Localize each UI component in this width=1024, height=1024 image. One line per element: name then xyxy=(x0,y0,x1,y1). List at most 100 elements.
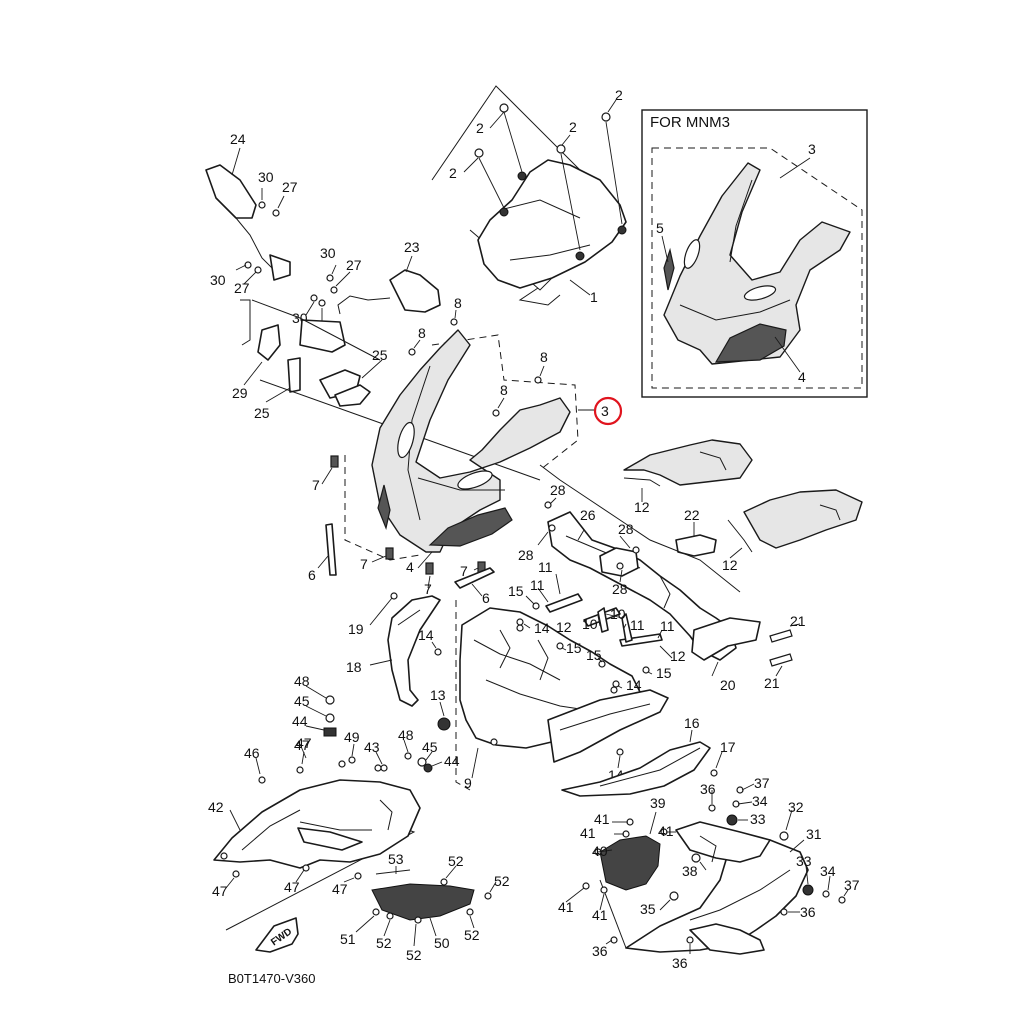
callout-51: 51 xyxy=(340,931,356,947)
callout-37b: 37 xyxy=(754,775,770,791)
callout-48b: 48 xyxy=(398,727,414,743)
callout-8d: 8 xyxy=(540,349,548,365)
callout-12c: 12 xyxy=(556,619,572,635)
callout-9: 9 xyxy=(464,775,472,791)
callout-2d: 2 xyxy=(615,87,623,103)
callout-35: 35 xyxy=(640,901,656,917)
callout-45b: 45 xyxy=(422,739,438,755)
callout-44b: 44 xyxy=(444,753,460,769)
callout-4: 4 xyxy=(406,559,414,575)
callout-21a: 21 xyxy=(790,613,806,629)
callout-14a: 14 xyxy=(418,627,434,643)
callout-6b: 6 xyxy=(482,590,490,606)
inset-cowling-part xyxy=(663,162,851,365)
callout-40: 40 xyxy=(592,843,608,859)
callout-44a: 44 xyxy=(292,713,308,729)
callout-15d: 15 xyxy=(656,665,672,681)
callout-41b: 41 xyxy=(580,825,596,841)
callout-47a: 47 xyxy=(212,883,228,899)
left-cowl-fasteners: 48 45 44 49 43 48 45 44 47 xyxy=(292,673,460,773)
callout-36a: 36 xyxy=(800,904,816,920)
inner-panels-12: 12 12 22 xyxy=(623,439,863,573)
callout-27b: 27 xyxy=(234,280,250,296)
callout-48a: 48 xyxy=(294,673,310,689)
callout-8a: 8 xyxy=(454,295,462,311)
callout-16: 16 xyxy=(684,715,700,731)
screws-8: 8 8 8 8 xyxy=(408,295,548,417)
callout-14c: 14 xyxy=(626,677,642,693)
callout-47e: 47 xyxy=(296,735,312,751)
callout-7b: 7 xyxy=(360,556,368,572)
mesh-panel-39: 39 40 41 41 41 41 41 xyxy=(558,795,676,923)
callout-22: 22 xyxy=(684,507,700,523)
callout-15a: 15 xyxy=(508,583,524,599)
callout-5: 5 xyxy=(656,220,664,236)
callout-39: 39 xyxy=(650,795,666,811)
mesh-panel-50: 53 52 52 52 52 52 50 51 xyxy=(340,851,510,963)
callout-2b: 2 xyxy=(449,165,457,181)
callout-7a: 7 xyxy=(312,477,320,493)
callout-47b: 47 xyxy=(284,879,300,895)
callout-24: 24 xyxy=(230,131,246,147)
left-mirror-assembly: 24 30 27 30 27 xyxy=(205,131,298,296)
callout-32: 32 xyxy=(788,799,804,815)
callout-33a: 33 xyxy=(796,853,812,869)
fwd-arrow-icon: FWD xyxy=(255,917,299,953)
callout-7d: 7 xyxy=(460,563,468,579)
callout-18: 18 xyxy=(346,659,362,675)
callout-50: 50 xyxy=(434,935,450,951)
callout-13: 13 xyxy=(430,687,446,703)
callout-17: 17 xyxy=(720,739,736,755)
callout-11c: 11 xyxy=(630,617,645,633)
callout-28c: 28 xyxy=(618,521,634,537)
callout-10b: 10 xyxy=(582,616,598,632)
callout-11d: 11 xyxy=(660,618,675,634)
callout-19: 19 xyxy=(348,621,364,637)
callout-52a: 52 xyxy=(448,853,464,869)
callout-52d: 52 xyxy=(406,947,422,963)
callout-2c: 2 xyxy=(569,119,577,135)
left-under-cowl-part: 42 46 47 47 47 47 xyxy=(208,737,421,931)
callout-33b: 33 xyxy=(750,811,766,827)
callout-49: 49 xyxy=(344,729,360,745)
front-stay-assembly: 26 28 28 28 28 20 21 21 xyxy=(518,464,806,693)
callout-14b: 14 xyxy=(534,620,550,636)
windscreen-assembly: 2 2 2 2 1 xyxy=(431,85,627,306)
callout-46: 46 xyxy=(244,745,260,761)
callout-15b: 15 xyxy=(566,640,582,656)
callout-26: 26 xyxy=(580,507,596,523)
callout-28a: 28 xyxy=(550,482,566,498)
callout-23: 23 xyxy=(404,239,420,255)
callout-47d: 47 xyxy=(294,737,310,753)
callout-52c: 52 xyxy=(376,935,392,951)
callout-30c: 30 xyxy=(320,245,336,261)
callout-47c: 47 xyxy=(332,881,348,897)
callout-6a: 6 xyxy=(308,567,316,583)
callout-12d: 12 xyxy=(670,648,686,664)
right-under-cowl-part: 31 32 33 34 37 36 37 34 33 36 38 35 xyxy=(592,775,860,971)
callout-10a: 10 xyxy=(610,606,626,622)
callout-21b: 21 xyxy=(764,675,780,691)
trim-strip-16: 16 17 xyxy=(561,715,736,797)
callout-11a: 11 xyxy=(538,559,553,575)
callout-27c: 27 xyxy=(346,257,362,273)
callout-28d: 28 xyxy=(612,581,628,597)
callout-41c: 41 xyxy=(558,899,574,915)
diagram-code: B0T1470-V360 xyxy=(228,971,315,986)
callout-3-inset: 3 xyxy=(808,141,816,157)
callout-42: 42 xyxy=(208,799,224,815)
callout-34a: 34 xyxy=(820,863,836,879)
right-mirror-assembly: 23 30 27 30 27 xyxy=(292,239,441,336)
callout-1: 1 xyxy=(590,289,598,305)
callout-30b: 30 xyxy=(210,272,226,288)
callout-11b: 11 xyxy=(530,577,545,593)
callout-36d: 36 xyxy=(672,955,688,971)
callout-41d: 41 xyxy=(592,907,608,923)
callout-8b: 8 xyxy=(418,325,426,341)
callout-27a: 27 xyxy=(282,179,298,195)
callout-43: 43 xyxy=(364,739,380,755)
callout-41e: 41 xyxy=(658,823,674,839)
callout-30a: 30 xyxy=(258,169,274,185)
callout-34b: 34 xyxy=(752,793,768,809)
callout-52e: 52 xyxy=(464,927,480,943)
